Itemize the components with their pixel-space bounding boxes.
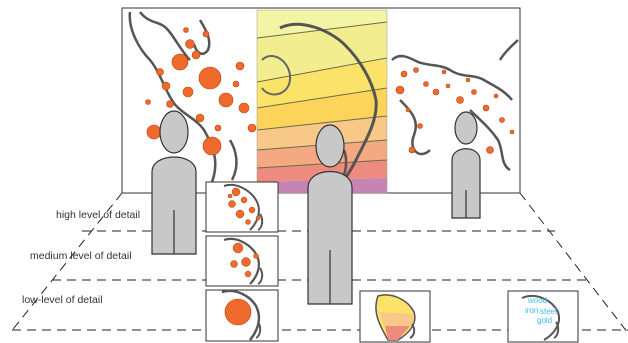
africa-thumbnail-low bbox=[205, 289, 279, 342]
africa-thumbnail-bands bbox=[359, 290, 431, 343]
person-figure-near bbox=[151, 110, 197, 255]
label-medium-detail: medium level of detail bbox=[30, 250, 132, 262]
person-figure-middle bbox=[307, 124, 353, 305]
material-label-wood: wood bbox=[527, 296, 547, 305]
label-low-detail: low-level of detail bbox=[22, 294, 103, 306]
label-high-detail: high level of detail bbox=[56, 209, 140, 221]
material-label-gold: gold bbox=[537, 316, 552, 325]
africa-thumbnail-medium bbox=[205, 235, 279, 287]
eurasia-dots bbox=[395, 67, 515, 154]
americas-dots bbox=[145, 27, 257, 156]
colored-band-map bbox=[257, 10, 387, 193]
material-label-steel: steel bbox=[540, 307, 557, 316]
africa-thumbnail-materials: wood iron steel gold bbox=[507, 290, 579, 343]
material-label-iron: iron bbox=[525, 306, 538, 315]
person-figure-far bbox=[451, 111, 481, 219]
africa-thumbnail-high bbox=[205, 181, 279, 233]
